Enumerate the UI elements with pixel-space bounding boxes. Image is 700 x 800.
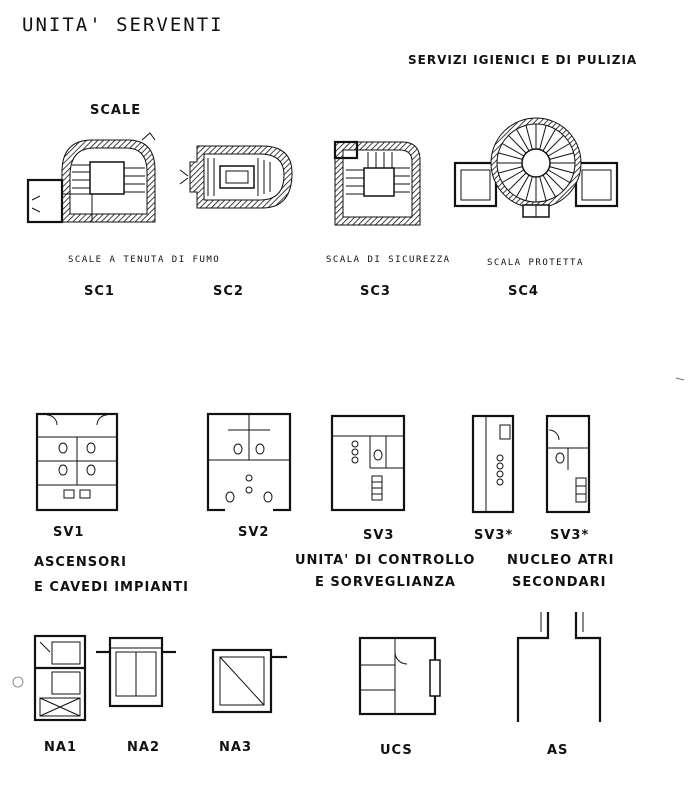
code-sv3: SV3 [363,528,395,543]
section-ucs-line1: UNITA' DI CONTROLLO [295,553,476,568]
section-ascensori-line1: ASCENSORI [34,555,127,570]
stair-tread [501,143,525,157]
stair-tread [542,174,556,198]
section-ascensori-line2: E CAVEDI IMPIANTI [34,580,190,595]
plan-na3 [211,648,287,714]
plan-sc3 [333,140,421,226]
plan-sv2 [206,412,292,512]
stair-tread [525,125,533,150]
code-sc2: SC2 [213,284,244,299]
stair-tread [545,135,564,154]
code-na3: NA3 [219,740,252,755]
plan-as [516,612,602,722]
plan-sv1 [35,412,119,512]
plan-ucs [358,636,441,716]
code-ucs: UCS [380,743,413,758]
stair-tread [547,143,571,157]
plan-na2 [96,636,176,708]
plan-sv3a [471,414,515,514]
code-sv1: SV1 [53,525,85,540]
stair-tread [508,135,527,154]
stair-tread [539,125,547,150]
section-nucleo-line2: SECONDARI [512,575,607,590]
code-sc1: SC1 [84,284,115,299]
plan-na1 [33,634,87,722]
section-nucleo-line1: NUCLEO ATRI [507,553,615,568]
code-na2: NA2 [127,740,160,755]
stair-tread [549,166,574,174]
code-sv3b: SV3* [550,528,590,543]
caption-sc1: SCALE A TENUTA DI FUMO [68,255,221,265]
code-sc4: SC4 [508,284,539,299]
section-ucs-line2: E SORVEGLIANZA [315,575,456,590]
stair-tread [508,172,527,191]
plan-sc1 [26,132,156,224]
caption-sc3: SCALA DI SICUREZZA [326,255,451,265]
stair-tread [516,174,530,198]
plan-sc4 [453,117,619,218]
stair-tread [545,172,564,191]
plan-sv3b [545,414,591,514]
stair-tread [498,166,523,174]
caption-sc4: SCALA PROTETTA [487,258,584,268]
code-sv2: SV2 [238,525,270,540]
code-as: AS [547,743,569,758]
stair-tread [525,176,533,201]
stair-tread [516,128,530,152]
plan-sc2 [179,145,293,209]
code-sv3a: SV3* [474,528,514,543]
page-title: UNITA' SERVENTI [22,14,224,36]
stair-tread [542,128,556,152]
stair-tread [498,152,523,160]
code-sc3: SC3 [360,284,391,299]
stair-tread [547,169,571,183]
plan-sv3 [330,414,406,512]
code-na1: NA1 [44,740,77,755]
stair-tread [549,152,574,160]
stair-tread [539,176,547,201]
section-servizi: SERVIZI IGIENICI E DI PULIZIA [408,53,638,67]
section-scale: SCALE [90,103,142,118]
stair-tread [501,169,525,183]
